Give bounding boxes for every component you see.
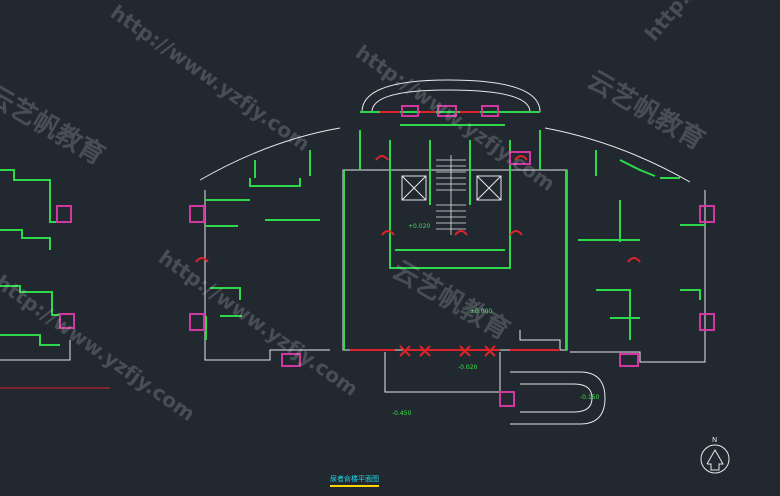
left-windows xyxy=(56,205,75,329)
drawing-title: 尿者俞楼平面图 xyxy=(330,474,379,487)
level-stair: +0.020 xyxy=(408,223,431,230)
windows xyxy=(189,105,715,407)
level-ramp: -0.150 xyxy=(580,394,600,401)
main-building-outline xyxy=(199,79,706,425)
level-hall: ±0.000 xyxy=(470,308,493,315)
left-partial-plan xyxy=(0,169,60,346)
north-label: N xyxy=(712,436,718,444)
main-walls xyxy=(205,111,705,350)
elevator-shafts xyxy=(401,175,502,201)
level-outside: -0.450 xyxy=(392,410,412,417)
level-entry: -0.020 xyxy=(458,364,478,371)
stair-treads xyxy=(436,155,466,235)
doors xyxy=(195,111,641,357)
north-arrow xyxy=(700,444,730,474)
